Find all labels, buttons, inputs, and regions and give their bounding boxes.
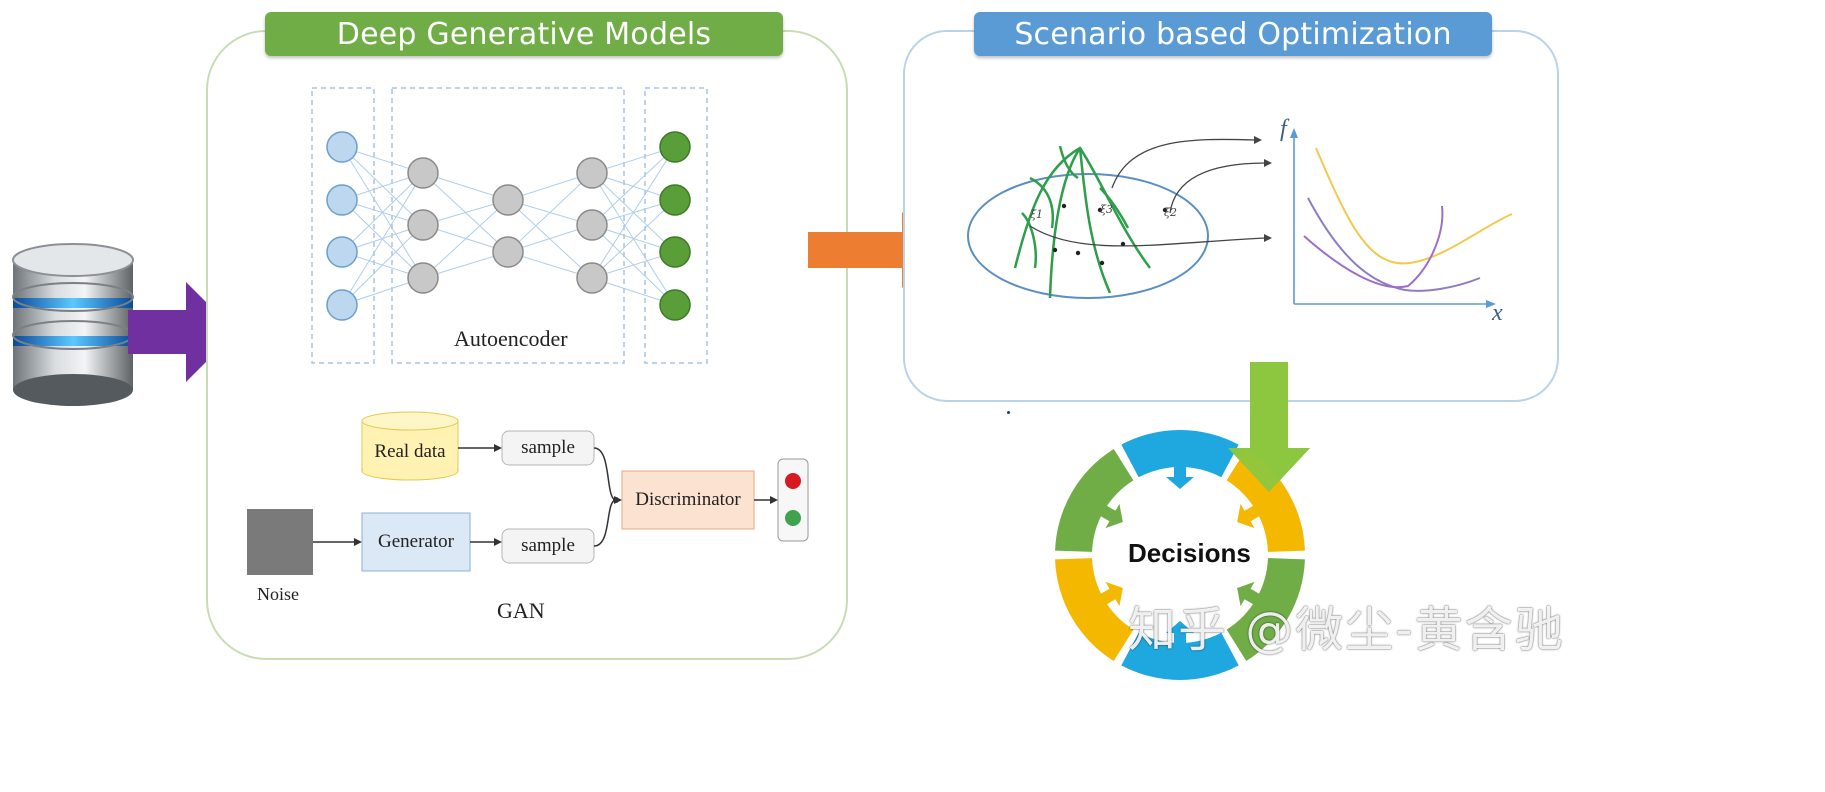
- watermark-text: 知乎 @微尘-黄含驰: [1128, 602, 1565, 658]
- real-data-cylinder: [361, 411, 459, 481]
- autoencoder-node: [326, 184, 358, 216]
- autoencoder-node: [492, 184, 524, 216]
- decisions-label: Decisions: [1128, 538, 1251, 568]
- svg-text:ξ2: ξ2: [1164, 206, 1177, 219]
- cycle-arrow: [1097, 503, 1123, 529]
- autoencoder-link: [341, 172, 424, 306]
- database-icon: [12, 243, 134, 406]
- cycle-segment: [1121, 430, 1239, 478]
- cycle-arrow: [1166, 621, 1194, 647]
- scenario-optimization-panel: [903, 30, 1559, 402]
- gan-diagram: [247, 411, 809, 575]
- autoencoder-link: [591, 146, 676, 279]
- autoencoder-node: [407, 157, 439, 189]
- svg-text:ξ3: ξ3: [1100, 203, 1113, 216]
- deep-generative-models-title: Deep Generative Models: [265, 12, 783, 56]
- sample-top-label: sample: [521, 437, 575, 458]
- autoencoder-node: [576, 262, 608, 294]
- gan-label: GAN: [497, 598, 545, 623]
- cycle-segment: [1226, 448, 1305, 552]
- autoencoder-node: [326, 289, 358, 321]
- autoencoder-node: [407, 262, 439, 294]
- scenario-surface-diagram: ξ1 ξ3 ξ2: [967, 136, 1272, 299]
- axis-x-label: x: [1492, 300, 1503, 326]
- cycle-arrow: [1237, 503, 1263, 529]
- autoencoder-node: [576, 209, 608, 241]
- autoencoder-node: [659, 184, 691, 216]
- autoencoder-link: [422, 199, 509, 279]
- cycle-segment: [1121, 632, 1239, 680]
- autoencoder-node: [326, 131, 358, 163]
- autoencoder-link: [341, 224, 424, 306]
- autoencoder-diagram: [311, 87, 708, 364]
- autoencoder-node: [576, 157, 608, 189]
- autoencoder-node: [492, 236, 524, 268]
- autoencoder-link: [591, 146, 676, 226]
- cycle-segment: [1055, 558, 1134, 662]
- cycle-segment: [1055, 448, 1134, 552]
- sample-bottom-label: sample: [521, 535, 575, 556]
- autoencoder-link: [507, 172, 593, 253]
- autoencoder-node: [326, 236, 358, 268]
- autoencoder-node: [659, 289, 691, 321]
- autoencoder-link: [591, 199, 676, 279]
- cycle-segment: [1226, 558, 1305, 662]
- stray-dot: [1007, 411, 1010, 414]
- svg-text:ξ1: ξ1: [1030, 208, 1043, 221]
- cycle-arrow: [1237, 581, 1263, 607]
- generator-label: Generator: [378, 531, 454, 552]
- autoencoder-node: [407, 209, 439, 241]
- cycle-arrow: [1097, 581, 1123, 607]
- autoencoder-link: [341, 172, 424, 253]
- decisions-cycle-diagram: [1055, 430, 1305, 680]
- discriminator-label: Discriminator: [635, 489, 741, 510]
- noise-label: Noise: [257, 584, 299, 604]
- real-data-label: Real data: [374, 441, 446, 462]
- axis-f-label: f: [1280, 116, 1287, 142]
- autoencoder-node: [659, 236, 691, 268]
- cycle-arrow: [1166, 463, 1194, 489]
- objective-curves-plot: [1290, 128, 1513, 308]
- autoencoder-node: [659, 131, 691, 163]
- scenario-optimization-title: Scenario based Optimization: [974, 12, 1492, 56]
- decision-arrow-overlay: [1228, 362, 1310, 492]
- autoencoder-label: Autoencoder: [454, 326, 568, 351]
